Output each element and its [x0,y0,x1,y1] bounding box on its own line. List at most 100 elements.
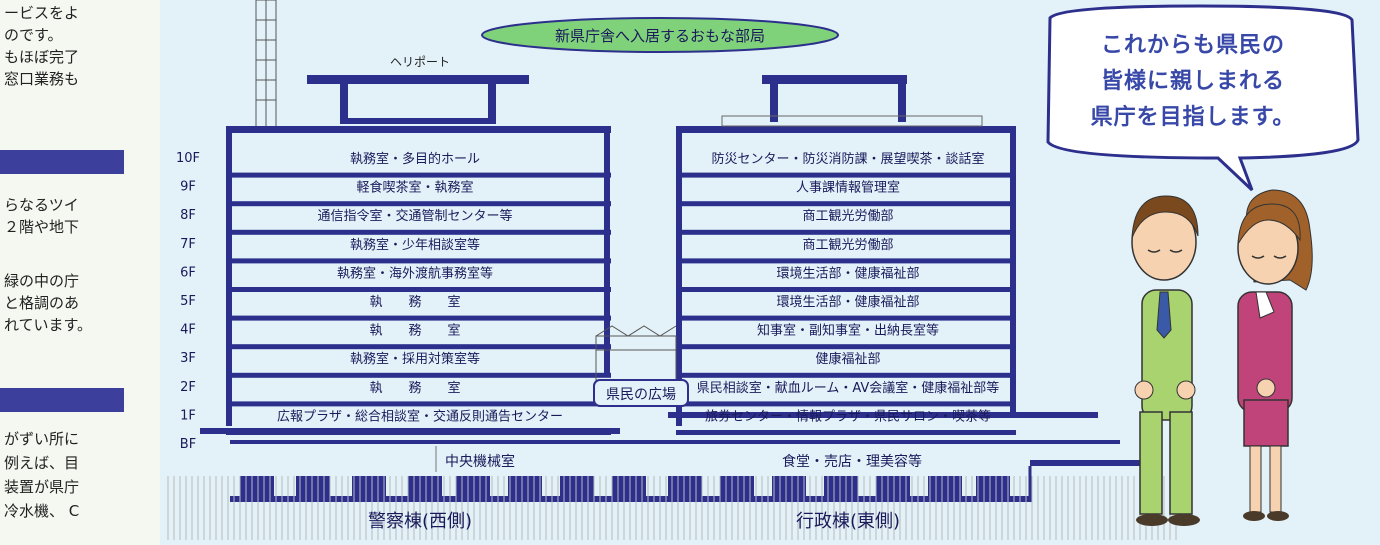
foundation-block [240,476,274,496]
bowing-woman-illustration [1237,189,1313,521]
west-floor-label: 通信指令室・交通管制センター等 [317,208,512,224]
east-floor-label: 旅券センター・情報プラザ・県民サロン・喫茶等 [705,408,991,424]
article-line: ービスをよ [4,4,80,22]
west-building-label: 警察棟(西側) [368,511,472,532]
west-outer-column [226,126,232,426]
floor-label: 7F [180,237,196,252]
east-floor-slab [676,172,1016,178]
floor-slabs [200,126,1098,435]
west-floor-label: 執務室・多目的ホール [350,151,480,167]
floor-label: 2F [180,380,196,395]
east-floor-slab [676,430,1016,435]
diagram-title: 新県庁舎へ入居するおもな部局 [555,27,765,45]
west-floor-slab [226,201,611,207]
article-line: のです。 [4,26,63,44]
east-floor-label: 商工観光労働部 [802,209,893,224]
bowing-man-illustration [1131,195,1200,526]
basement-west-label: 中央機械室 [445,453,515,470]
west-floor-label: 広報プラザ・総合相談室・交通反則通告センター [277,408,563,424]
article-line: らなるツイ [4,196,79,214]
ground-deck-east [668,412,1098,418]
foundation-block [456,476,490,496]
west-floor-label: 執 務 室 [369,323,460,339]
east-floor-slab [676,315,1016,321]
article-line: れています。 [4,316,93,334]
west-roof-structure [226,75,611,133]
foundation-block [508,476,542,496]
west-floor-slab [226,344,611,350]
west-floor-slab [226,401,611,407]
foundation-block [560,476,594,496]
east-floor-label: 環境生活部・健康福祉部 [776,294,919,310]
foundation-block [668,476,702,496]
east-floor-slab [676,258,1016,264]
east-floor-label: 商工観光労働部 [802,238,893,253]
foundation-block [976,476,1010,496]
foundation-block [612,476,646,496]
east-floor-label: 人事課情報管理室 [796,180,900,196]
east-floor-slab [676,372,1016,378]
west-floor-slab [226,172,611,178]
floor-label: 10F [176,151,200,166]
article-line: 例えば、目 [4,454,80,472]
west-floor-slab [226,258,611,264]
article-line: がずい所に [4,430,80,448]
foundation-block [296,476,330,496]
bubble-line: これからも県民の [1100,33,1285,58]
bubble-line: 県庁を目指します。 [1090,105,1296,130]
diagram-title-pill [481,17,839,53]
basement-east-label: 食堂・売店・理美容等 [782,453,922,470]
section-heading-bar [0,150,124,174]
west-floor-label: 執務室・採用対策室等 [350,351,480,367]
west-floor-label: 執務室・海外渡航事務室等 [337,265,493,281]
speech-bubble [1046,4,1360,192]
speech-bubble-text: これからも県民の 皆様に親しまれる 県庁を目指します。 [1058,28,1328,136]
article-line: 窓口業務も [4,70,80,88]
plaza-label: 県民の広場 [606,387,676,403]
west-floor-slab [226,315,611,321]
east-floor-slab [676,344,1016,350]
floor-label: 4F [180,323,196,338]
heliport-label: ヘリポート [390,55,450,69]
east-floor-label: 健康福祉部 [815,351,880,367]
east-floor-label: 環境生活部・健康福祉部 [776,265,919,281]
article-line: 冷水機、 C [4,502,80,520]
ground-deck-west [200,428,620,434]
east-floor-label: 防災センター・防災消防課・展望喫茶・談話室 [711,151,984,167]
west-floor-slab [226,287,611,292]
east-floor-slab [676,229,1016,235]
foundation-block [352,476,386,496]
west-floor-label: 執 務 室 [369,294,460,310]
foundation-block [772,476,806,496]
article-line: 装置が県庁 [4,478,80,496]
article-line: と格調のあ [4,294,80,312]
west-inner-column [604,126,610,376]
west-floor-label: 執務室・少年相談室等 [350,237,480,253]
foundation-block [720,476,754,496]
east-inner-column [676,126,682,426]
section-heading-bar [0,388,124,412]
east-building-label: 行政棟(東側) [796,511,900,532]
east-floor-slab [676,401,1016,407]
west-floor-label: 執 務 室 [369,380,460,396]
west-floor-slab [226,372,611,378]
east-floor-label: 知事室・副知事室・出納長室等 [757,323,939,339]
floor-label: 3F [180,351,196,366]
radio-tower-icon [255,0,277,131]
foundation-block [928,476,962,496]
east-floor-slab [676,287,1016,292]
west-floor-label: 軽食喫茶室・執務室 [356,180,473,196]
article-line: もほぼ完了 [4,48,80,66]
floor-label: 6F [180,265,196,280]
floor-label: BF [180,437,196,452]
floor-label: 8F [180,208,196,223]
floor-label: 9F [180,180,196,195]
east-floor-label: 県民相談室・献血ルーム・AV会議室・健康福祉部等 [697,380,1000,396]
floor-label: 5F [180,294,196,309]
article-text-column: ービスをよ のです。 もほぼ完了 窓口業務も らなるツイ ２階や地下 緑の中の庁… [0,0,160,545]
bubble-line: 皆様に親しまれる [1100,69,1285,94]
article-line: 緑の中の庁 [4,272,80,290]
foundation-block [824,476,858,496]
east-outer-column [1010,126,1016,416]
